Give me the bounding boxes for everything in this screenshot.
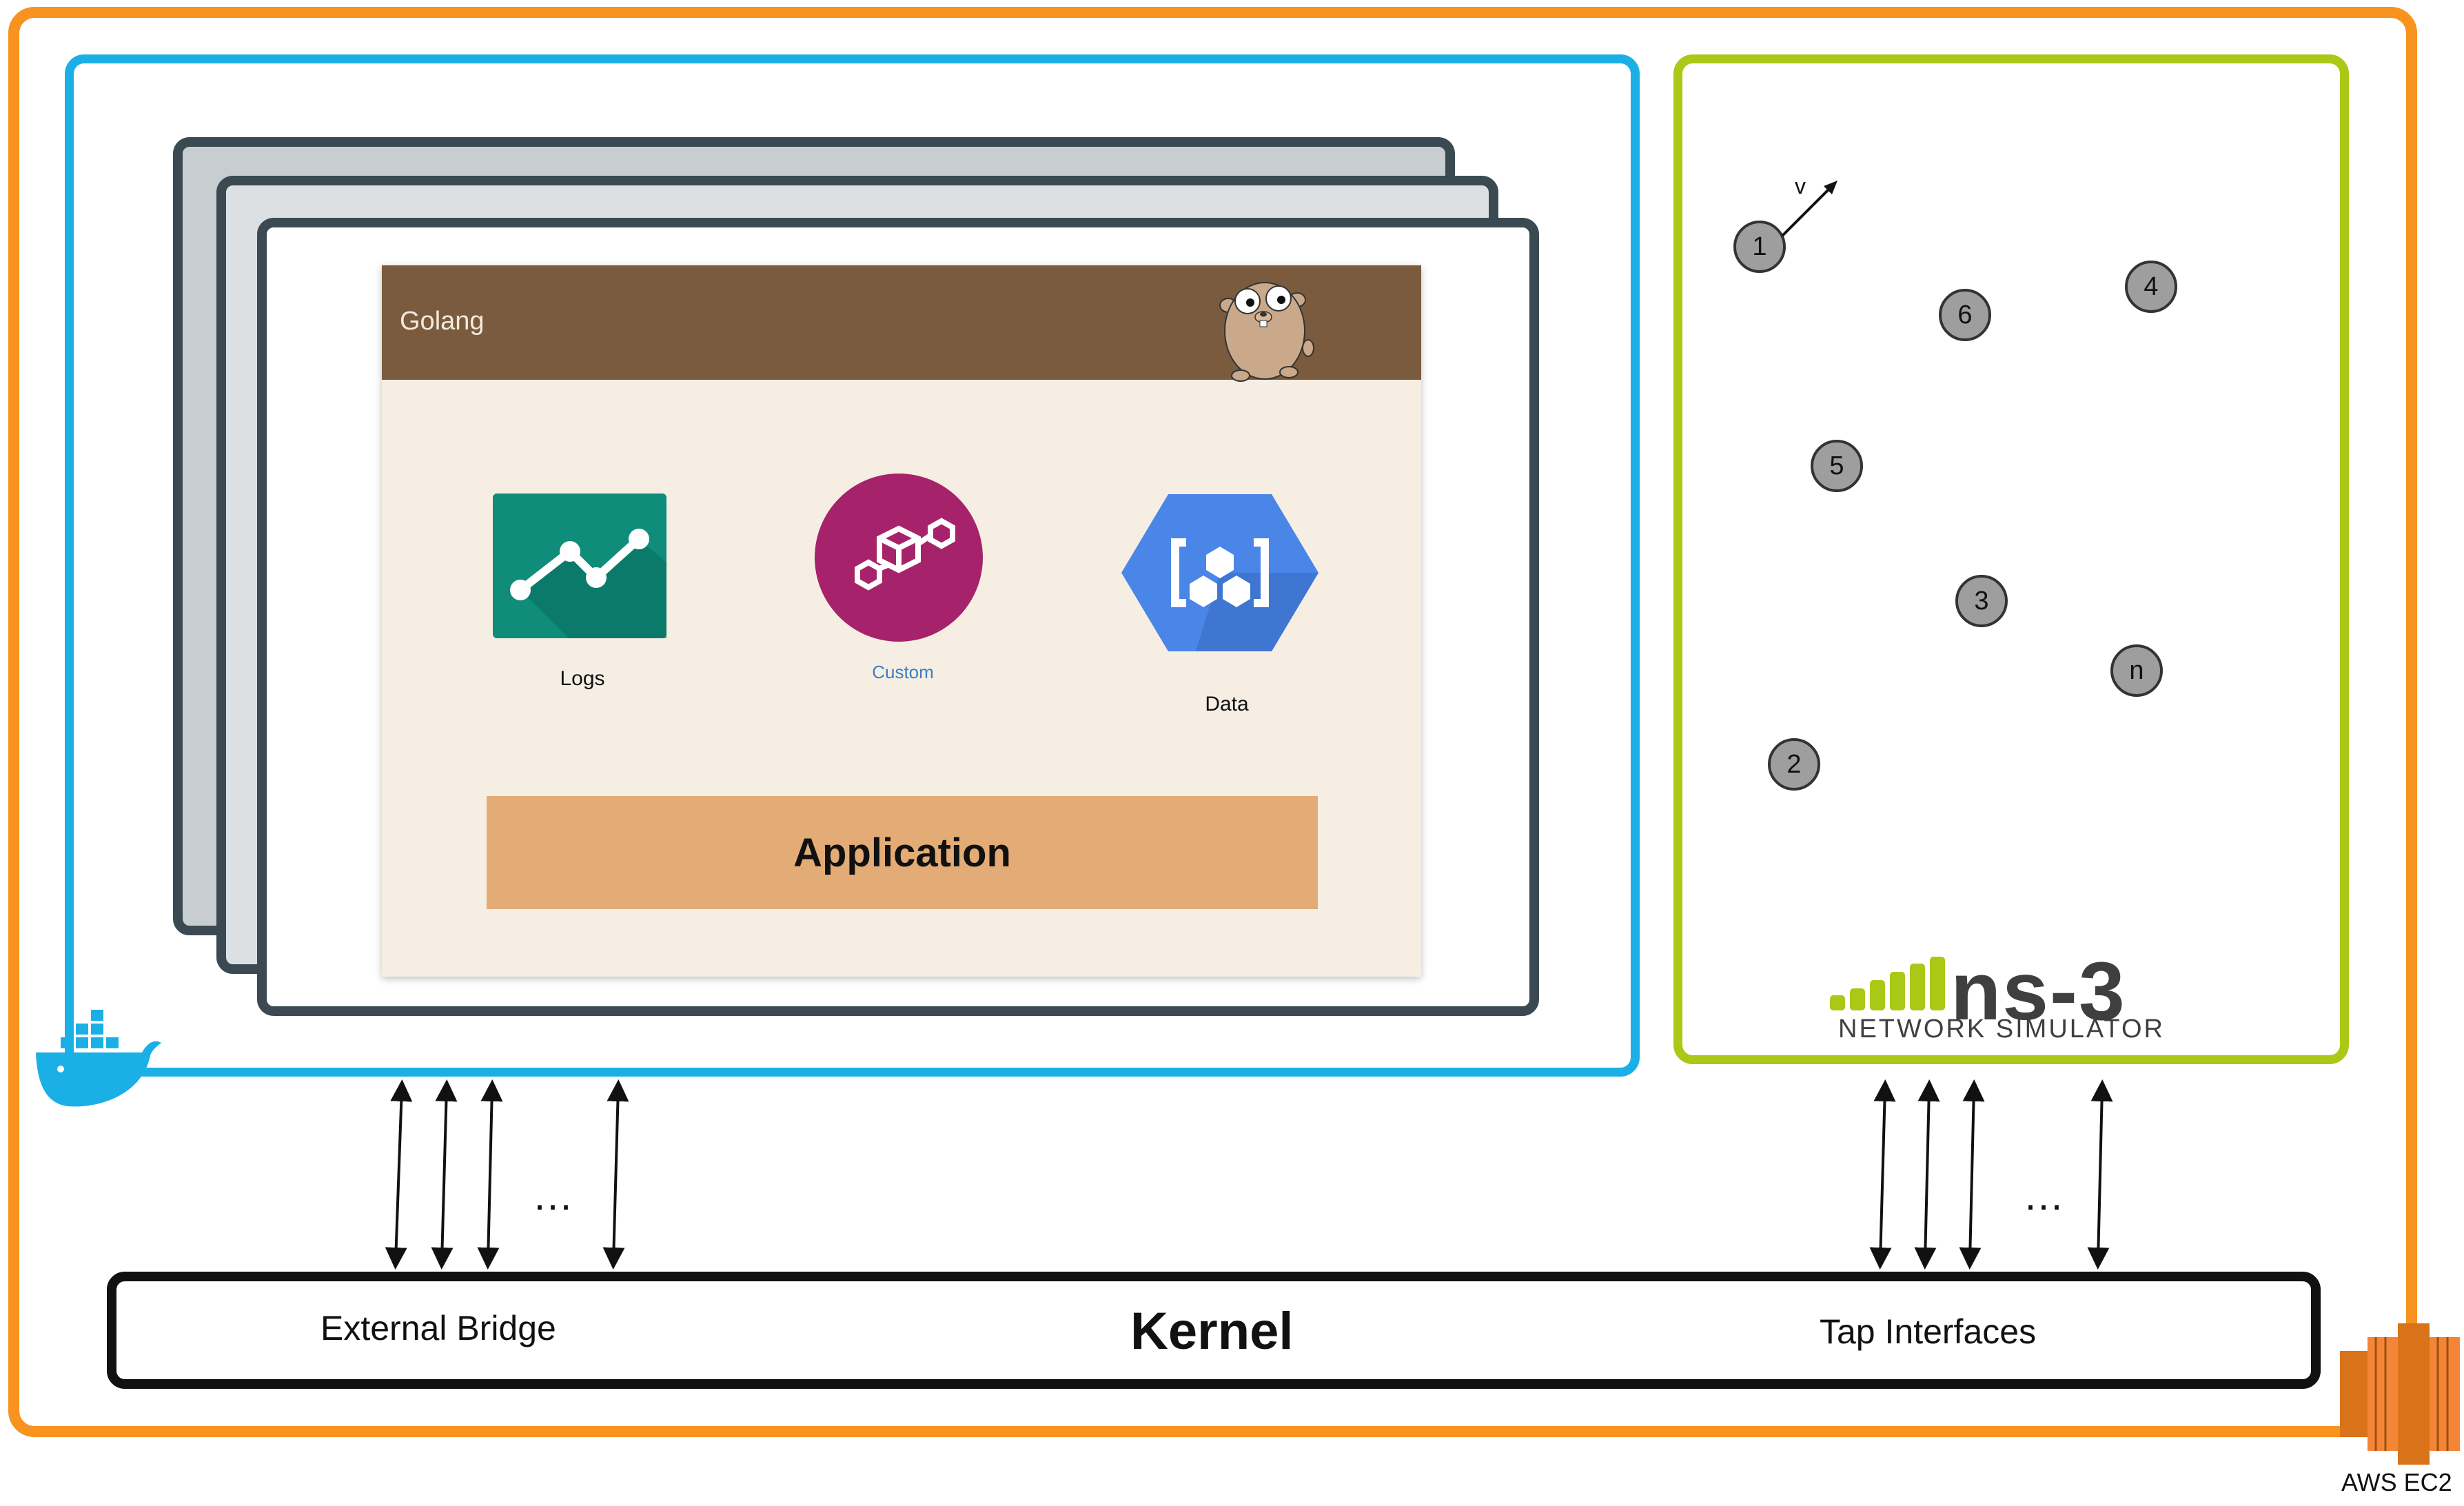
custom-service-icon <box>815 474 983 642</box>
network-node: 6 <box>1939 289 1991 341</box>
docker-host-frame <box>65 54 1640 1077</box>
ellipsis-right: … <box>2023 1172 2068 1219</box>
network-node: n <box>2110 644 2163 697</box>
network-node: 4 <box>2125 261 2177 313</box>
network-node: 1 <box>1733 221 1786 273</box>
signal-bars-icon <box>1830 957 1945 1010</box>
aws-ec2-frame <box>8 7 2417 1437</box>
stackdriver-logging-icon <box>493 493 666 638</box>
external-bridge-label: External Bridge <box>320 1309 556 1347</box>
application-bar: Application <box>487 796 1318 909</box>
network-node: 5 <box>1811 440 1863 492</box>
custom-label: Custom <box>872 662 934 682</box>
network-node: 2 <box>1768 738 1820 791</box>
ns3-logo-subtitle: NETWORK SIMULATOR <box>1838 1015 2165 1044</box>
velocity-arrow <box>1781 181 1837 237</box>
data-label: Data <box>1205 693 1249 715</box>
cloud-datastore-icon <box>1121 494 1318 651</box>
golang-label: Golang <box>400 307 485 336</box>
ellipsis-left: … <box>532 1172 578 1219</box>
tap-interfaces-label: Tap Interfaces <box>1820 1312 2037 1351</box>
logs-label: Logs <box>560 667 605 690</box>
ns3-simulator-frame <box>1673 54 2349 1064</box>
docker-whale-icon <box>36 1010 161 1107</box>
ns3-logo-text: ns-3 <box>1951 945 2126 1037</box>
aws-ec2-label: AWS EC2 <box>2341 1468 2452 1496</box>
network-node: 3 <box>1955 575 2008 627</box>
aws-ec2-icon <box>2340 1323 2460 1465</box>
kernel-bar <box>107 1272 2321 1389</box>
go-gopher-icon <box>1219 282 1314 382</box>
kernel-label: Kernel <box>1130 1302 1294 1361</box>
velocity-label: v <box>1795 174 1806 199</box>
